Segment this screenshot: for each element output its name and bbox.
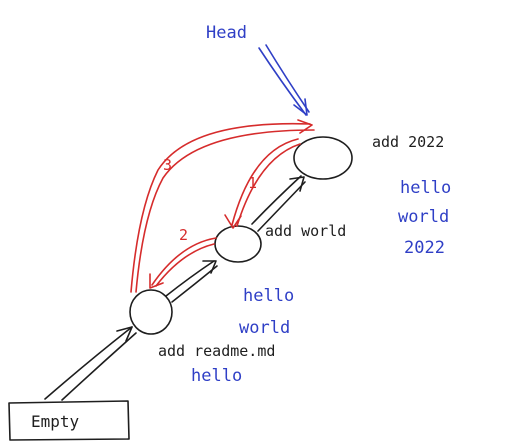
content-line: world: [398, 207, 449, 227]
commit-message-world: add world: [265, 222, 346, 240]
arrow-world-to-2022: [251, 175, 306, 232]
content-line: hello: [243, 286, 294, 306]
file-content-world: hello world: [239, 286, 294, 338]
content-line: world: [239, 318, 290, 338]
arrow-readme-to-world: [165, 260, 218, 303]
file-content-readme: hello: [191, 366, 242, 386]
content-line: hello: [191, 366, 242, 386]
reset-arrow-3: [130, 119, 315, 293]
empty-label: Empty: [31, 412, 80, 431]
empty-node: Empty: [8, 400, 130, 441]
head-pointer: Head: [206, 23, 310, 116]
empty-box: [8, 400, 130, 441]
head-arrow: [258, 44, 310, 116]
commit-message-2022: add 2022: [372, 133, 444, 151]
commit-message-readme: add readme.md: [158, 342, 275, 360]
reset-step-3: 3: [163, 156, 172, 174]
reset-step-2: 2: [179, 226, 188, 244]
arrow-empty-to-readme: [44, 326, 137, 401]
file-content-2022: hello world 2022: [398, 178, 451, 258]
reset-arrow-2: [149, 237, 217, 289]
reset-step-1: 1: [248, 174, 257, 192]
commit-node-2022: [293, 136, 353, 180]
content-line: hello: [400, 178, 451, 198]
commit-node-readme: [129, 289, 173, 335]
reset-arrow-1: [224, 138, 301, 229]
head-label: Head: [206, 23, 247, 43]
commit-node-world: [214, 225, 262, 263]
content-line: 2022: [404, 238, 445, 258]
